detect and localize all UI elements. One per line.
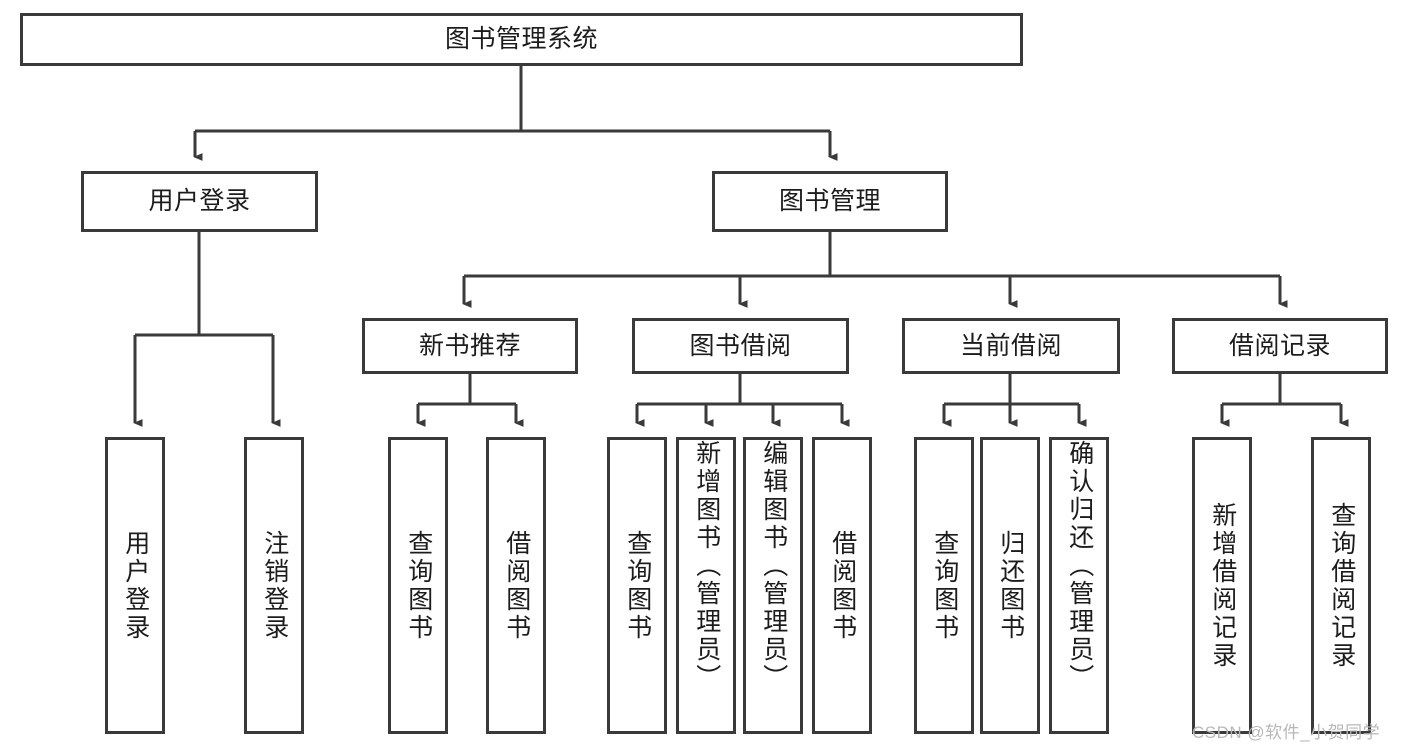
node-leaf-query-book-3[interactable]: 查询图书 [914, 437, 974, 734]
node-leaf-add-record[interactable]: 新增借阅记录 [1192, 437, 1252, 734]
node-new-book-recommend-label: 新书推荐 [418, 331, 521, 360]
node-leaf-borrow-book-2[interactable]: 借阅图书 [812, 437, 872, 734]
node-root[interactable]: 图书管理系统 [20, 13, 1023, 66]
node-leaf-confirm-return[interactable]: 确认归还（管理员） [1049, 437, 1109, 734]
node-book-borrow[interactable]: 图书借阅 [632, 318, 849, 374]
node-borrow-record-label: 借阅记录 [1228, 331, 1331, 360]
node-leaf-query-book-2[interactable]: 查询图书 [607, 437, 667, 734]
node-leaf-borrow-book-1[interactable]: 借阅图书 [486, 437, 546, 734]
node-leaf-add-book[interactable]: 新增图书（管理员） [676, 437, 736, 734]
node-borrow-record[interactable]: 借阅记录 [1172, 318, 1388, 374]
node-leaf-return-book[interactable]: 归还图书 [980, 437, 1040, 734]
node-new-book-recommend[interactable]: 新书推荐 [362, 318, 578, 374]
node-leaf-query-record-label: 查询借阅记录 [1327, 501, 1356, 670]
node-current-borrow[interactable]: 当前借阅 [902, 318, 1120, 374]
node-leaf-logout-label: 注销登录 [260, 529, 289, 642]
node-user-login[interactable]: 用户登录 [81, 171, 318, 232]
node-leaf-borrow-book-2-label: 借阅图书 [828, 529, 857, 642]
node-root-label: 图书管理系统 [444, 25, 598, 54]
node-book-borrow-label: 图书借阅 [689, 331, 792, 360]
node-leaf-query-record[interactable]: 查询借阅记录 [1311, 437, 1371, 734]
node-current-borrow-label: 当前借阅 [959, 331, 1062, 360]
node-book-manage[interactable]: 图书管理 [712, 171, 948, 232]
node-book-manage-label: 图书管理 [778, 187, 881, 216]
node-leaf-query-book-2-label: 查询图书 [623, 529, 652, 642]
node-leaf-confirm-return-label: 确认归还（管理员） [1065, 440, 1094, 692]
node-leaf-user-login[interactable]: 用户登录 [105, 437, 165, 734]
node-leaf-return-book-label: 归还图书 [996, 529, 1025, 642]
node-leaf-user-login-label: 用户登录 [121, 529, 150, 642]
node-leaf-query-book-3-label: 查询图书 [930, 529, 959, 642]
node-leaf-query-book-1[interactable]: 查询图书 [388, 437, 448, 734]
node-leaf-borrow-book-1-label: 借阅图书 [502, 529, 531, 642]
csdn-watermark: CSDN @软件_小贺同学 [1192, 723, 1381, 742]
node-leaf-edit-book-label: 编辑图书（管理员） [759, 440, 788, 692]
node-leaf-query-book-1-label: 查询图书 [404, 529, 433, 642]
node-leaf-add-record-label: 新增借阅记录 [1208, 501, 1237, 670]
node-leaf-logout[interactable]: 注销登录 [244, 437, 304, 734]
node-leaf-edit-book[interactable]: 编辑图书（管理员） [743, 437, 803, 734]
node-user-login-label: 用户登录 [148, 187, 251, 216]
node-leaf-add-book-label: 新增图书（管理员） [692, 440, 721, 692]
